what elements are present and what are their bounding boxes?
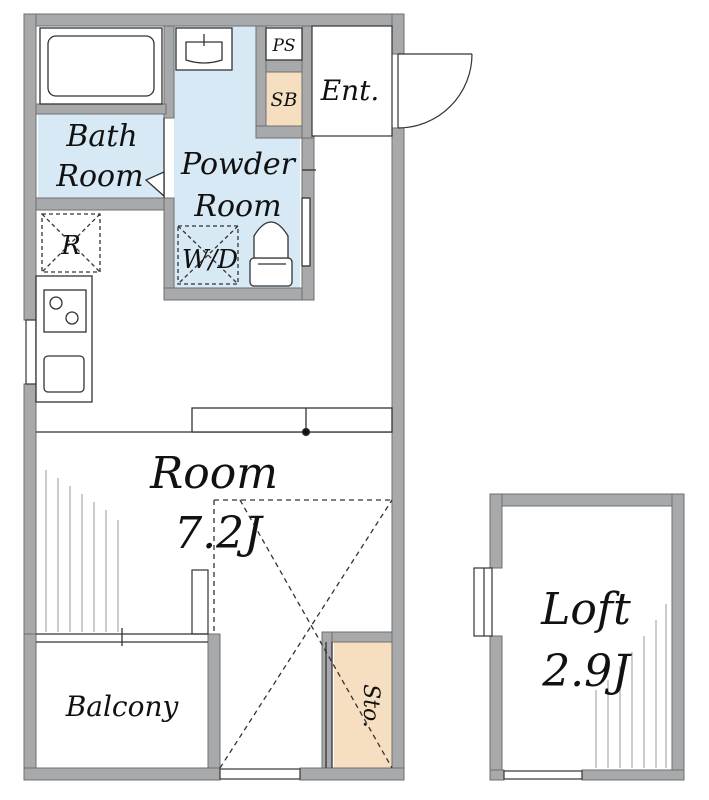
room-name-label: Room — [149, 448, 278, 499]
wall-loft-bottom — [581, 769, 685, 781]
wash-basin-bowl — [185, 41, 223, 64]
sb-label: SB — [271, 89, 298, 111]
bath-room-label-line1: Bath — [65, 119, 137, 154]
entrance-label: Ent. — [320, 74, 380, 107]
toilet-tank — [249, 257, 293, 287]
window-loft-left — [473, 567, 493, 637]
wall-ps-divider — [265, 59, 303, 73]
loft-ladder-pivot — [301, 427, 311, 437]
wall-bath-top — [35, 103, 167, 115]
stove-burner-1 — [49, 296, 63, 310]
window-bottom-room — [219, 768, 301, 780]
wall-left-upper — [23, 13, 37, 321]
wall-right-lower — [391, 127, 405, 781]
windows — [25, 319, 583, 780]
wall-ps-right — [301, 25, 313, 139]
balcony-door-frame — [191, 569, 209, 635]
powder-room-label-line2: Room — [193, 189, 281, 224]
loft-floor — [502, 506, 672, 770]
wall-top — [23, 13, 405, 27]
refrigerator-label: R — [60, 231, 81, 261]
kitchen-sink — [43, 355, 85, 393]
wall-right-upper — [391, 13, 405, 55]
ps-box — [265, 27, 303, 61]
entrance-door-swing — [397, 53, 473, 129]
washer-dryer-space — [177, 225, 239, 285]
balcony-label: Balcony — [65, 690, 180, 723]
stove-plate — [43, 289, 87, 333]
wall-bottom-right — [299, 767, 405, 781]
refrigerator-space — [41, 213, 101, 273]
wall-loft-right — [671, 493, 685, 781]
shelf-hatching — [45, 470, 667, 768]
wall-bottom-left-strip — [23, 767, 221, 781]
room-size-label: 7.2J — [174, 508, 264, 559]
wall-balcony-post — [207, 633, 221, 769]
wall-loft-left-lower — [489, 635, 503, 781]
wall-loft-bottom-left — [489, 769, 505, 781]
window-loft-bottom — [503, 770, 583, 780]
entrance-box — [311, 25, 393, 137]
wall-powder-left — [163, 197, 175, 301]
window-left-kitchen — [25, 319, 37, 385]
powder-door-frame — [301, 197, 311, 267]
bath-room-label-line2: Room — [55, 159, 143, 194]
wall-bath-right — [163, 25, 175, 119]
walls — [23, 13, 685, 781]
stove-burner-2 — [65, 311, 79, 325]
loft-name-label: Loft — [540, 584, 631, 635]
labels: Bath Room Powder Room PS SB Ent. R W/D R… — [55, 36, 632, 728]
wall-bottom-left — [23, 633, 37, 781]
storage-floor — [334, 642, 392, 768]
wall-powder-bottom — [163, 287, 315, 301]
wall-left-lower — [23, 383, 37, 635]
bath-door-flap — [144, 170, 165, 198]
wall-loft-top — [489, 493, 685, 507]
loft-size-label: 2.9J — [541, 646, 632, 697]
sb-floor — [266, 72, 302, 126]
bathtub-inner — [47, 35, 155, 97]
ps-label: PS — [271, 36, 295, 56]
washer-dryer-label: W/D — [182, 245, 238, 275]
bathtub-outer — [39, 27, 163, 105]
entrance-door — [311, 25, 473, 137]
loft-opening-outline — [213, 499, 393, 769]
fixtures — [35, 27, 393, 769]
storage-label: Sto. — [358, 684, 383, 728]
bath-room-floor — [38, 114, 164, 198]
loft-ladder-bar — [191, 407, 393, 433]
wall-loft-left-upper — [489, 493, 503, 569]
wall-bath-bottom — [35, 197, 173, 211]
powder-room-label-line1: Powder — [180, 147, 297, 182]
wall-ps-left — [255, 25, 267, 139]
loft-opening-cross — [239, 499, 393, 769]
toilet-bowl — [253, 221, 289, 259]
